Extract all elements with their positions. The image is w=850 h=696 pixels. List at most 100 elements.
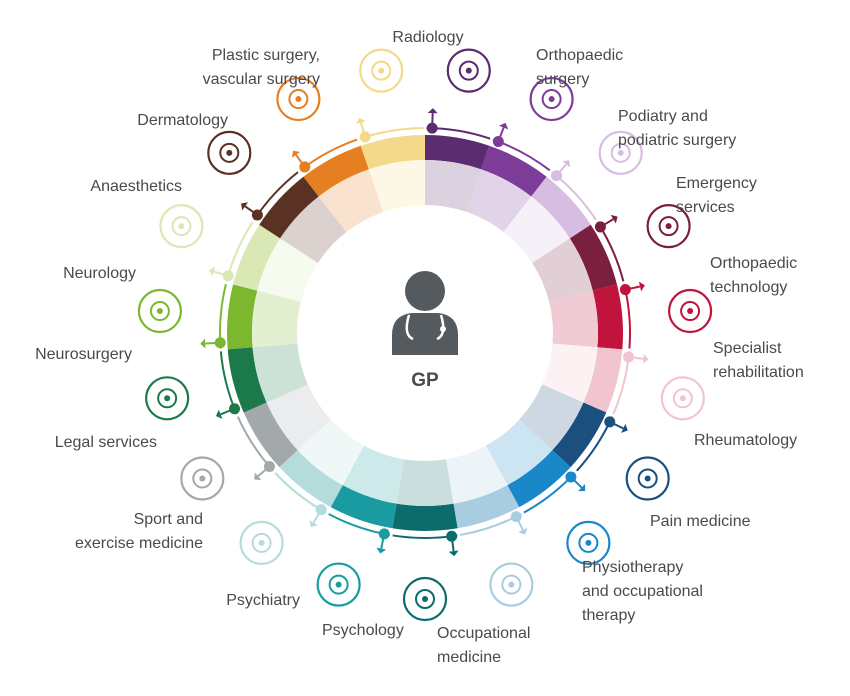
arrowhead-legal-services: [215, 409, 223, 419]
connector-dot-plastic-vascular: [359, 131, 371, 143]
label-neurology: Neurology: [63, 265, 136, 282]
inner-segment-physiotherapy: [446, 445, 508, 504]
label-psychiatry: Psychiatry: [226, 592, 300, 609]
inner-segment-psychiatry: [297, 419, 365, 486]
connector-dot-orthopaedic-surgery: [492, 136, 504, 148]
label-neurosurgery: Neurosurgery: [35, 346, 132, 363]
pain-target-icon: [566, 520, 611, 566]
arrowhead-dermatology: [291, 150, 301, 158]
ring-segment-orthopaedic-surgery: [481, 145, 547, 197]
joints-icon: [625, 456, 670, 501]
label-occupational-medicine: Occupational medicine: [437, 625, 531, 666]
ring-segment-legal-services: [227, 347, 267, 413]
arrowhead-radiology: [427, 108, 438, 114]
label-podiatry: Podiatry and podiatric surgery: [618, 108, 737, 149]
iv-drip-icon: [207, 130, 252, 175]
arrowhead-neurosurgery: [200, 338, 206, 349]
ring-segment-psychiatry: [279, 450, 343, 508]
brain-icon: [316, 562, 361, 607]
connector-dot-neurology: [222, 270, 234, 282]
gp-label: GP: [411, 370, 439, 391]
connector-dot-occupational-medicine: [446, 530, 458, 542]
arrowhead-orthopaedic-technology: [638, 281, 645, 292]
ring-segment-anaesthetics: [259, 176, 319, 239]
ring-segment-emergency-services: [569, 224, 617, 291]
ring-segment-specialist-rehabilitation: [583, 347, 623, 413]
runner-icon: [180, 456, 225, 501]
neuron-icon: [159, 204, 204, 249]
doctor-icon: [392, 271, 458, 355]
connector-dot-neurosurgery: [214, 337, 226, 349]
ring-segment-dermatology: [303, 145, 369, 197]
arrowhead-occupational-medicine: [448, 550, 459, 557]
ring-segment-podiatry: [531, 176, 591, 239]
label-orthopaedic-surgery: Orthopaedic surgery: [536, 47, 624, 88]
arrowhead-psychiatry: [309, 520, 318, 528]
surgeon-icon: [137, 288, 183, 334]
inner-segment-occupational-medicine: [396, 459, 454, 506]
connector-dot-orthopaedic-technology: [619, 284, 631, 296]
arrowhead-anaesthetics: [241, 202, 249, 211]
connector-dot-psychology: [378, 528, 390, 540]
connector-dot-legal-services: [229, 403, 241, 415]
treadmill-icon: [489, 562, 534, 607]
surgical-tools-icon: [529, 76, 574, 122]
inner-segment-rheumatology: [519, 384, 584, 451]
knee-brace-icon: [667, 288, 713, 334]
inner-segment-neurology: [257, 238, 318, 302]
ring-segment-radiology: [425, 135, 490, 170]
connector-dot-rheumatology: [604, 416, 616, 428]
arrowhead-specialist-rehabilitation: [642, 353, 649, 364]
worker-icon: [402, 576, 448, 622]
label-dermatology: Dermatology: [137, 112, 228, 129]
connector-dot-anaesthetics: [251, 209, 263, 221]
inner-segment-emergency-services: [532, 238, 593, 302]
arrowhead-orthopaedic-surgery: [498, 122, 509, 130]
inner-segment-podiatry: [503, 196, 570, 263]
ring-segment-pain-medicine: [507, 450, 571, 508]
footprints-icon: [598, 130, 643, 175]
siren-icon: [646, 204, 691, 249]
inner-segment-dermatology: [318, 169, 384, 232]
scales-icon: [145, 376, 190, 421]
inner-segment-pain-medicine: [485, 419, 553, 486]
inner-segment-anaesthetics: [280, 196, 347, 263]
ring-segment-plastic-vascular: [360, 135, 425, 170]
arrowhead-pain-medicine: [578, 484, 586, 492]
ring-segment-physiotherapy: [453, 485, 520, 529]
arrowhead-neurology: [208, 266, 216, 277]
arrowhead-rheumatology: [621, 423, 628, 433]
ring-segment-sport-exercise: [243, 402, 298, 468]
skin-layer-icon: [276, 76, 321, 122]
inner-segment-neurosurgery: [252, 290, 301, 348]
arrowhead-podiatry: [562, 160, 570, 168]
label-pain-medicine: Pain medicine: [650, 513, 751, 530]
label-orthopaedic-technology: Orthopaedic technology: [710, 255, 798, 296]
connector-dot-physiotherapy: [510, 511, 522, 523]
label-emergency-services: Emergency services: [676, 175, 757, 216]
connector-dot-sport-exercise: [263, 460, 275, 472]
connector-dot-dermatology: [299, 161, 311, 173]
arrowhead-sport-exercise: [254, 472, 262, 481]
label-radiology: Radiology: [392, 29, 464, 46]
head-lightbulb-icon: [239, 520, 284, 566]
connector-dot-pain-medicine: [565, 471, 577, 483]
label-specialist-rehabilitation: Specialist rehabilitation: [713, 340, 804, 381]
connector-dot-radiology: [426, 122, 438, 134]
label-sport-exercise: Sport and exercise medicine: [74, 511, 203, 552]
connector-dot-psychiatry: [315, 504, 327, 516]
scalpel-icon: [359, 48, 404, 93]
inner-segment-legal-services: [252, 343, 308, 403]
inner-segment-orthopaedic-surgery: [466, 169, 532, 232]
arrowhead-physiotherapy: [518, 527, 528, 535]
ring-segment-occupational-medicine: [392, 503, 458, 531]
ring-segment-neurology: [233, 224, 281, 291]
label-rheumatology: Rheumatology: [694, 432, 798, 449]
inner-segment-psychology: [342, 445, 404, 504]
inner-segment-sport-exercise: [266, 384, 331, 451]
connector-dot-podiatry: [550, 170, 562, 182]
inner-segment-specialist-rehabilitation: [542, 343, 598, 403]
inner-segment-orthopaedic-technology: [549, 290, 598, 348]
connector-dot-specialist-rehabilitation: [623, 351, 635, 363]
